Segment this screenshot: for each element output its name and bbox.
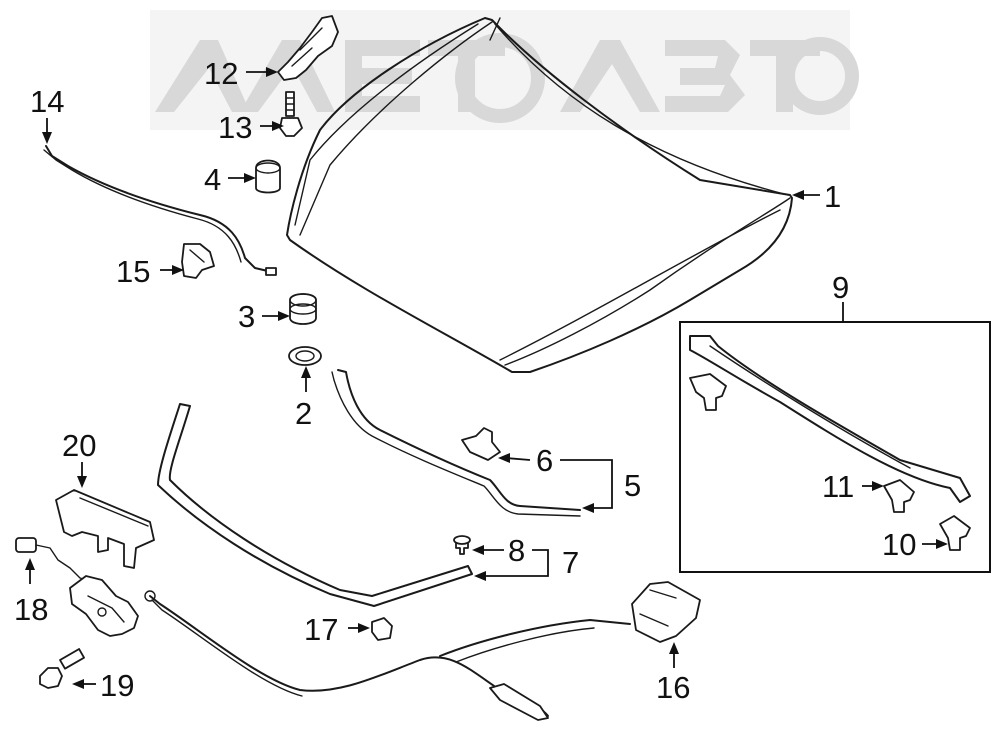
callout-19: 19 [100,668,134,703]
callout-10: 10 [882,527,916,562]
secondary-latch [631,581,701,643]
leader-lines [25,67,948,689]
callout-12: 12 [204,56,238,91]
latch-connector [15,537,93,583]
latch-bolt [39,648,85,689]
callout-16: 16 [656,670,690,705]
callout-3: 3 [238,299,255,334]
rubber-cushion [289,293,317,325]
release-cable-lower [144,590,631,721]
inset-box [679,321,991,573]
callout-18: 18 [14,592,48,627]
callout-4: 4 [204,162,221,197]
seal-clip [461,427,501,461]
hood-bumper-stop [255,159,281,194]
push-clip [453,535,471,555]
weatherstrip-seal [689,335,971,503]
washer-ring [288,346,322,366]
callout-14: 14 [30,84,64,119]
callout-2: 2 [295,396,312,431]
callout-20: 20 [62,428,96,463]
callout-8: 8 [508,533,525,568]
callout-1: 1 [824,179,841,214]
clip-11 [883,479,915,513]
callout-13: 13 [218,110,252,145]
callout-7: 7 [562,545,579,580]
cable-clip-17 [371,617,393,641]
clip-10 [939,515,971,551]
release-cable [43,145,277,276]
hinge-bolt [279,91,303,137]
callout-labels: 1 2 3 4 5 6 7 8 9 10 11 12 13 14 15 16 1… [14,56,916,705]
hood-latch [69,575,139,637]
inset-clip-upper [689,373,727,411]
callout-9: 9 [832,270,849,305]
latch-cover [55,489,155,569]
hood-hinge [277,15,339,81]
front-seal-strip [157,403,473,607]
callout-15: 15 [116,254,150,289]
callout-5: 5 [624,468,641,503]
callout-17: 17 [304,612,338,647]
hood-seal-strip [331,369,581,517]
cable-clip [181,243,215,279]
callout-11: 11 [822,469,854,504]
hood-panel [286,17,793,373]
callout-6: 6 [536,443,553,478]
